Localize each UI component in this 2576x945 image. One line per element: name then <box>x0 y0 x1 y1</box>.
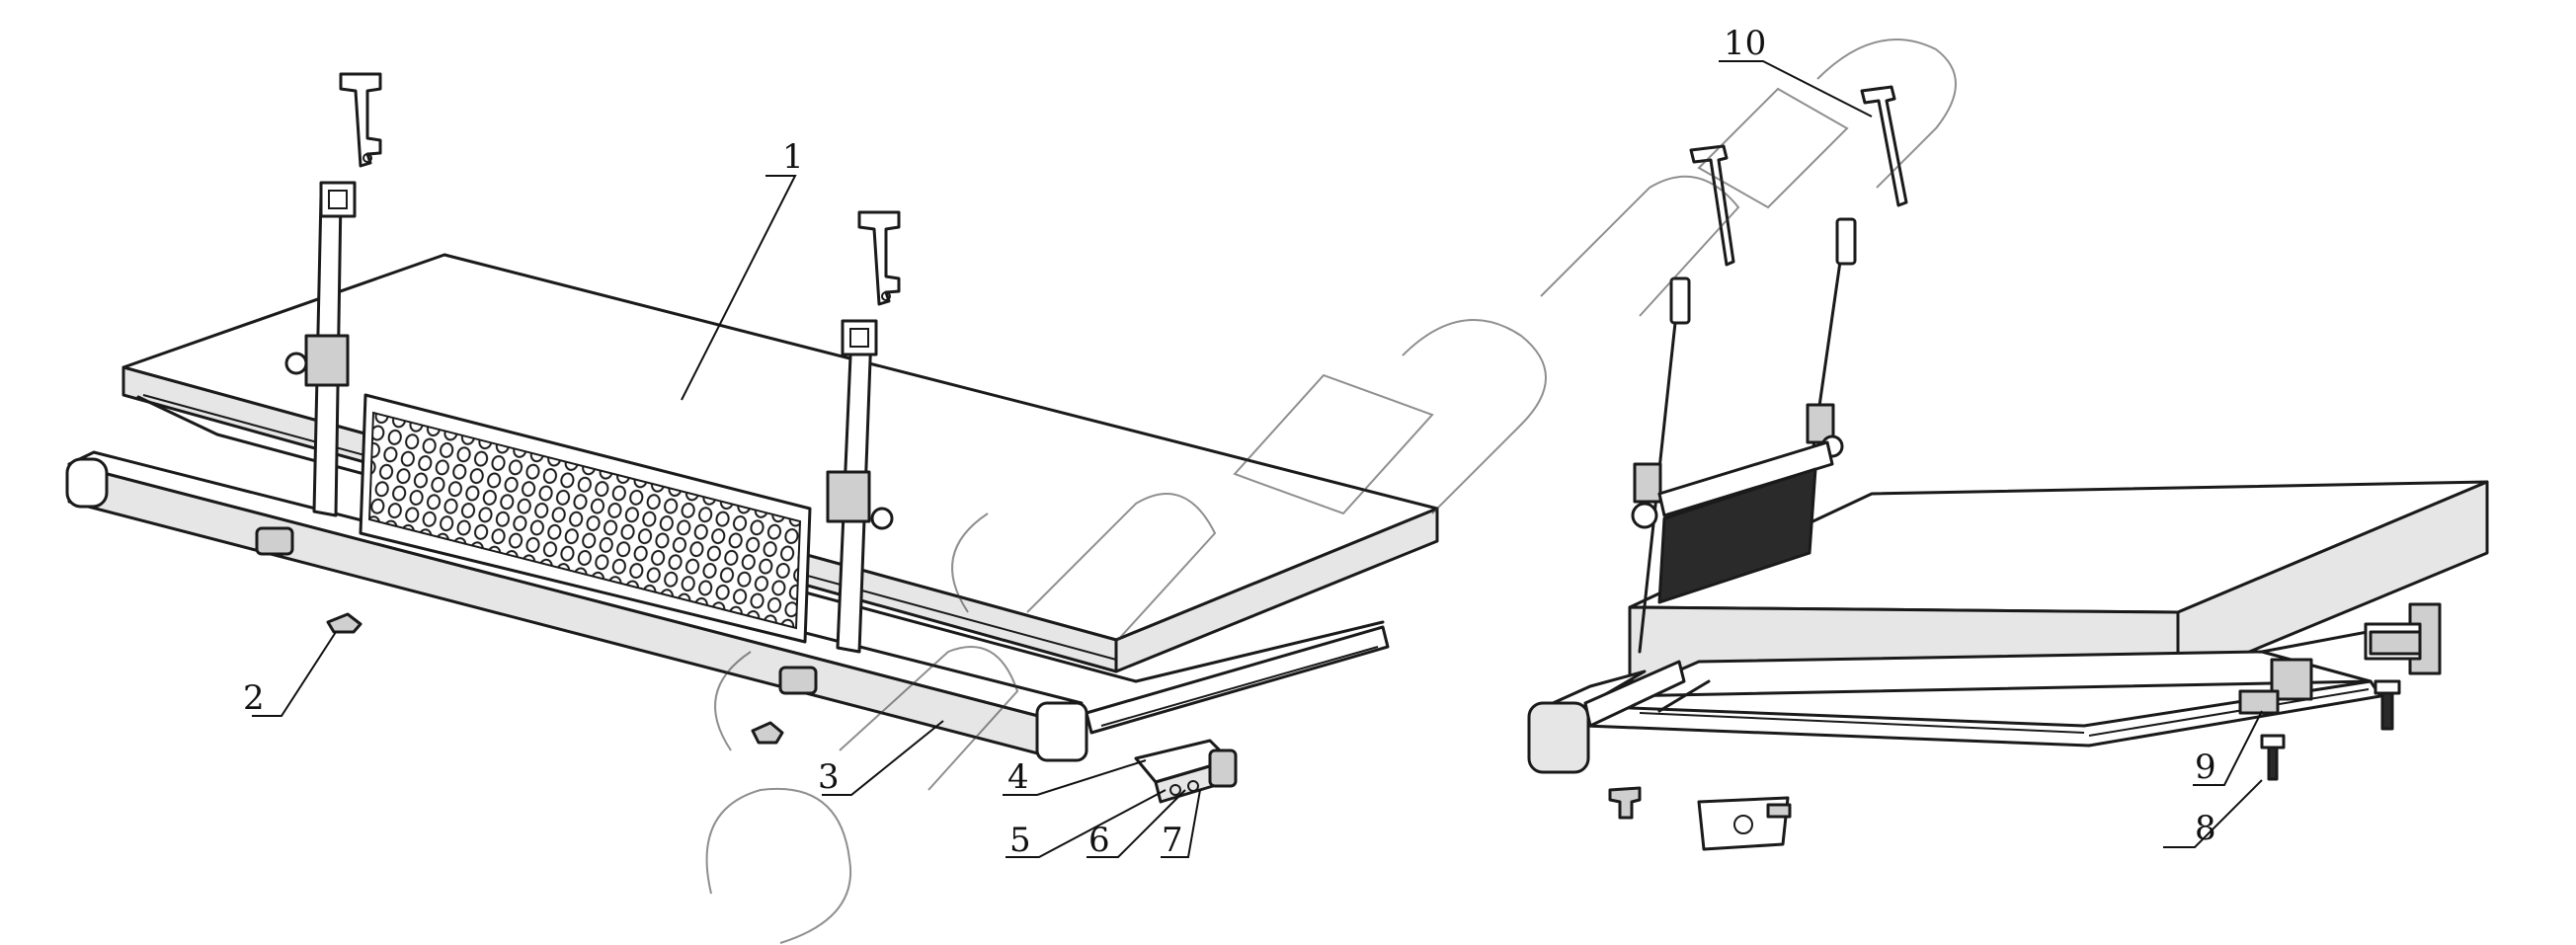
callout-10: 10 <box>1724 24 1766 63</box>
callout-7: 7 <box>1162 821 1183 860</box>
clip-small-2 <box>751 721 784 745</box>
right-assembly <box>1527 85 2489 851</box>
callout-2: 2 <box>243 678 265 718</box>
mesh-net <box>359 393 812 644</box>
callouts: 1 2 3 4 5 6 7 8 9 10 <box>243 24 2216 860</box>
clip-right <box>1608 786 1642 820</box>
bolt-8 <box>2260 734 2286 781</box>
hook-left-2 <box>857 210 901 306</box>
callout-4: 4 <box>1007 757 1029 797</box>
callout-5: 5 <box>1009 821 1031 860</box>
hook-left-1 <box>339 72 382 168</box>
latch-assembly <box>1134 739 1238 804</box>
hook-right-1 <box>1689 144 1735 267</box>
bracket-plate <box>1697 796 1792 851</box>
watermark <box>705 39 1957 944</box>
clip-small-1 <box>326 612 362 634</box>
callout-8: 8 <box>2195 809 2216 848</box>
support-posts-right <box>1631 217 1857 654</box>
callout-3: 3 <box>818 757 840 797</box>
hinge-part-9 <box>2238 689 2280 715</box>
hook-right-2 <box>1860 85 1908 207</box>
left-assembly <box>65 72 1439 804</box>
callout-6: 6 <box>1088 821 1110 860</box>
front-tube-right <box>1527 660 1686 774</box>
support-posts-left <box>284 181 894 654</box>
hinge-part-rear <box>2369 630 2422 656</box>
bolt-extra <box>2374 679 2401 731</box>
base-frame-right <box>1578 620 2422 748</box>
leader-lines <box>252 60 2263 858</box>
callout-1: 1 <box>782 137 804 177</box>
callout-9: 9 <box>2195 748 2216 787</box>
